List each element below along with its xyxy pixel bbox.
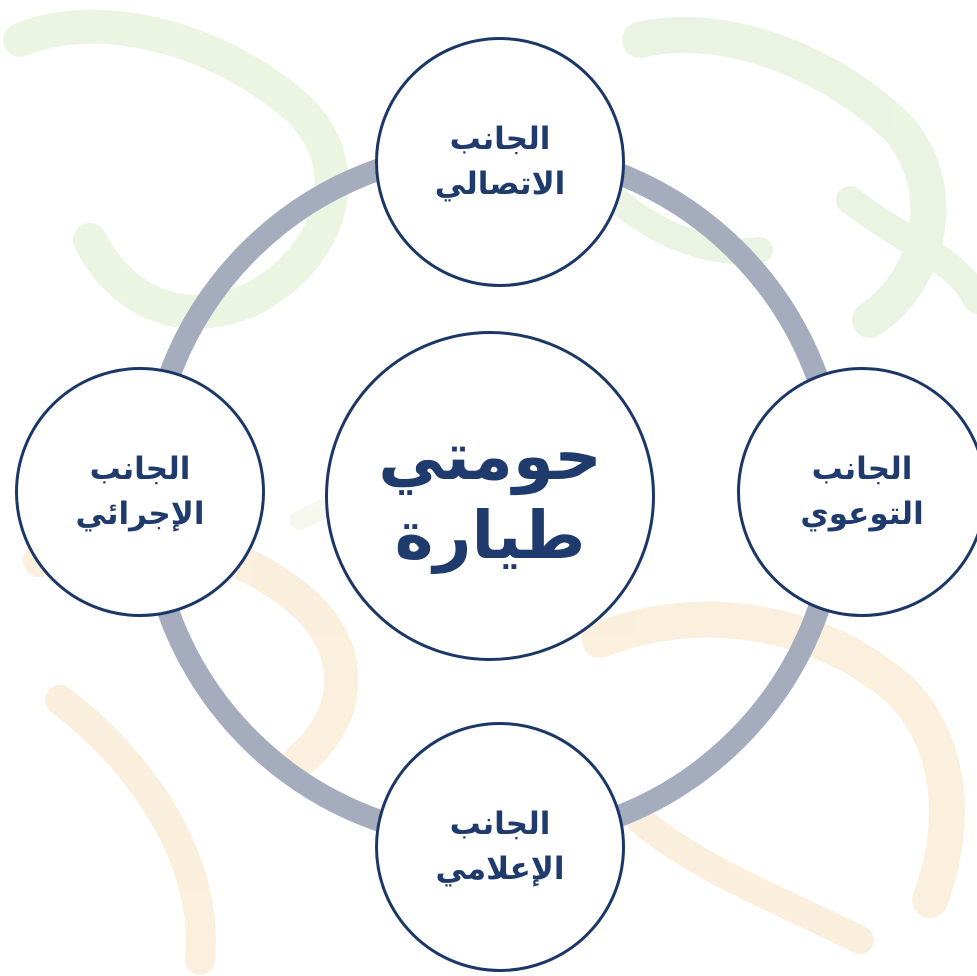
node-communication: الجانب الاتصالي [375,37,625,287]
center-node: حومتي طيارة [325,331,655,661]
node-procedural: الجانب الإجرائي [15,367,265,617]
node-awareness-line2: التوعوي [800,496,924,532]
center-title-line1: حومتي [378,417,602,495]
node-procedural-line1: الجانب [89,451,191,488]
center-title-line2: طيارة [394,497,586,574]
node-media-line2: الإعلامي [435,851,565,887]
node-awareness: الجانب التوعوي [737,367,977,617]
node-media-line1: الجانب [449,806,551,843]
node-media: الجانب الإعلامي [375,722,625,972]
node-communication-line2: الاتصالي [434,166,566,202]
node-awareness-line1: الجانب [811,451,913,488]
node-communication-line1: الجانب [449,121,551,158]
node-procedural-line2: الإجرائي [75,496,205,532]
